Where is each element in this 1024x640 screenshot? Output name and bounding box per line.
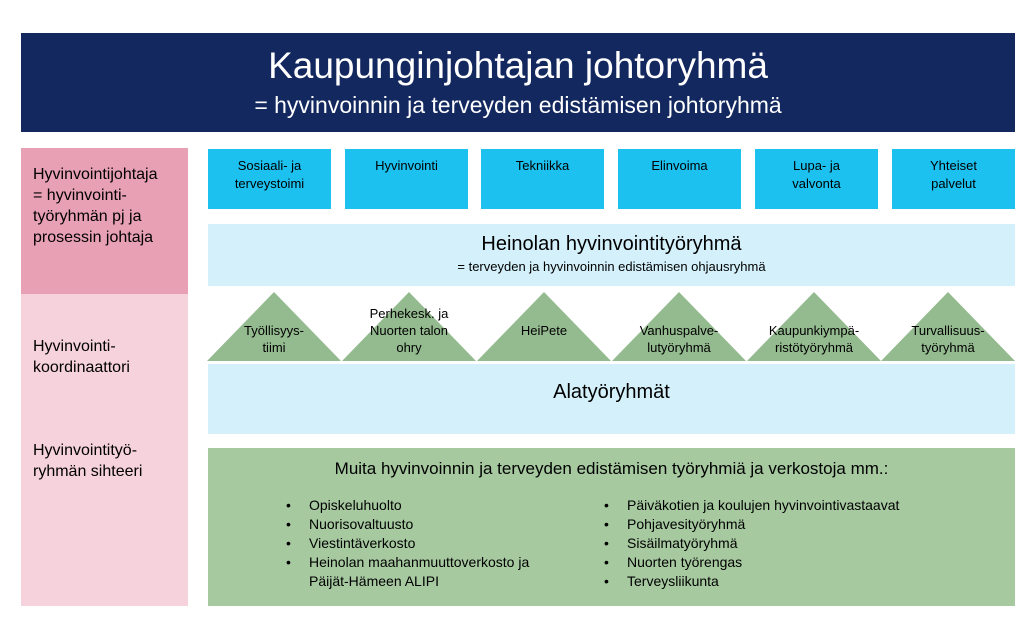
list-item: Pohjavesityöryhmä: [604, 515, 899, 534]
list-item: Nuorten työrengas: [604, 553, 899, 572]
department-permits-supervision: Lupa- ja valvonta: [755, 149, 878, 209]
department-wellbeing: Hyvinvointi: [345, 149, 468, 209]
roles-box: Hyvinvointi- koordinaattori Hyvinvointit…: [21, 294, 188, 606]
other-networks-box: Muita hyvinvoinnin ja terveyden edistämi…: [208, 448, 1015, 606]
welfare-director-text: Hyvinvointijohtaja = hyvinvointi- työryh…: [33, 166, 158, 246]
workgroup-employment: Työllisyys- tiimi: [207, 292, 341, 361]
subgroups-box: Alatyöryhmät: [208, 364, 1015, 434]
list-item: Viestintäverkosto: [286, 534, 529, 553]
workgroup-secretary-text: Hyvinvointityö- ryhmän sihteeri: [33, 442, 143, 480]
other-networks-list-right: Päiväkotien ja koulujen hyvinvointivasta…: [604, 496, 899, 591]
list-item: Opiskeluhuolto: [286, 496, 529, 515]
leadership-group-header: Kaupunginjohtajan johtoryhmä = hyvinvoin…: [21, 33, 1015, 132]
welfare-director-box: Hyvinvointijohtaja = hyvinvointi- työryh…: [21, 148, 188, 294]
triangle-shape: [747, 292, 881, 361]
welfare-workgroup-title: Heinolan hyvinvointityöryhmä: [481, 233, 742, 255]
triangle-shape: [342, 292, 476, 361]
triangle-shape: [477, 292, 611, 361]
triangle-shape: [207, 292, 341, 361]
department-social-health: Sosiaali- ja terveystoimi: [208, 149, 331, 209]
workgroup-urban-environment: Kaupunkiympä- ristötyöryhmä: [747, 292, 881, 361]
welfare-coordinator-text: Hyvinvointi- koordinaattori: [33, 338, 130, 376]
department-common-services: Yhteiset palvelut: [892, 149, 1015, 209]
welfare-workgroup-box: Heinolan hyvinvointityöryhmä = terveyden…: [208, 224, 1015, 286]
triangle-shape: [612, 292, 746, 361]
welfare-workgroup-subtitle: = terveyden ja hyvinvoinnin edistämisen …: [457, 259, 766, 274]
department-technology: Tekniikka: [481, 149, 604, 209]
leadership-group-title: Kaupunginjohtajan johtoryhmä: [268, 45, 768, 86]
workgroup-elderly-services: Vanhuspalve- lutyöryhmä: [612, 292, 746, 361]
department-vitality: Elinvoima: [618, 149, 741, 209]
list-item: Terveysliikunta: [604, 572, 899, 591]
subgroups-title: Alatyöryhmät: [553, 381, 670, 403]
triangle-shape: [881, 292, 1015, 361]
workgroup-safety: Turvallisuus- työryhmä: [881, 292, 1015, 361]
list-item: Sisäilmatyöryhmä: [604, 534, 899, 553]
workgroup-family-youth: Perhekesk. ja Nuorten talon ohry: [342, 292, 476, 361]
other-networks-list-left: Opiskeluhuolto Nuorisovaltuusto Viestint…: [286, 496, 529, 591]
list-item: Päiväkotien ja koulujen hyvinvointivasta…: [604, 496, 899, 515]
workgroup-heipete: HeiPete: [477, 292, 611, 361]
list-item: Heinolan maahanmuuttoverkosto ja Päijät-…: [286, 553, 529, 591]
list-item: Nuorisovaltuusto: [286, 515, 529, 534]
other-networks-title: Muita hyvinvoinnin ja terveyden edistämi…: [334, 459, 889, 478]
leadership-group-subtitle: = hyvinvoinnin ja terveyden edistämisen …: [254, 92, 782, 118]
